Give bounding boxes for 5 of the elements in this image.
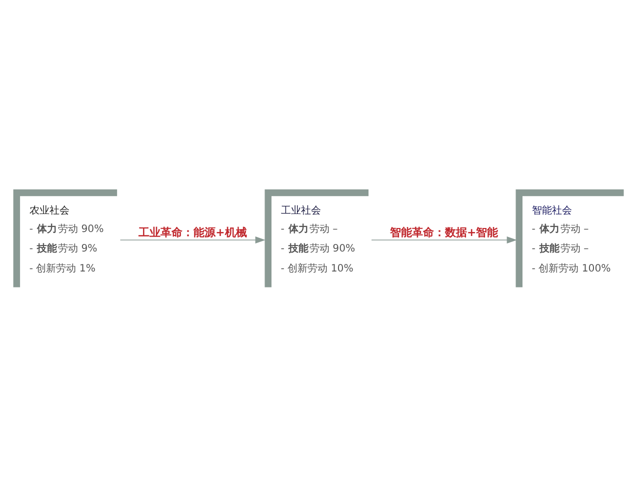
node-text: 工业社会 - 体力劳动 – - 技能劳动 90% - 创新劳动 10%	[280, 206, 356, 275]
node-text: 农业社会 - 体力劳动 90% - 技能劳动 9% - 创新劳动 1%	[29, 206, 104, 275]
node-text: 智能社会 - 体力劳动 – - 技能劳动 – - 创新劳动 100%	[532, 206, 611, 275]
edge-label: 工业革命：能源+机械	[138, 226, 247, 240]
edge-label: 智能革命：数据+智能	[390, 226, 498, 240]
